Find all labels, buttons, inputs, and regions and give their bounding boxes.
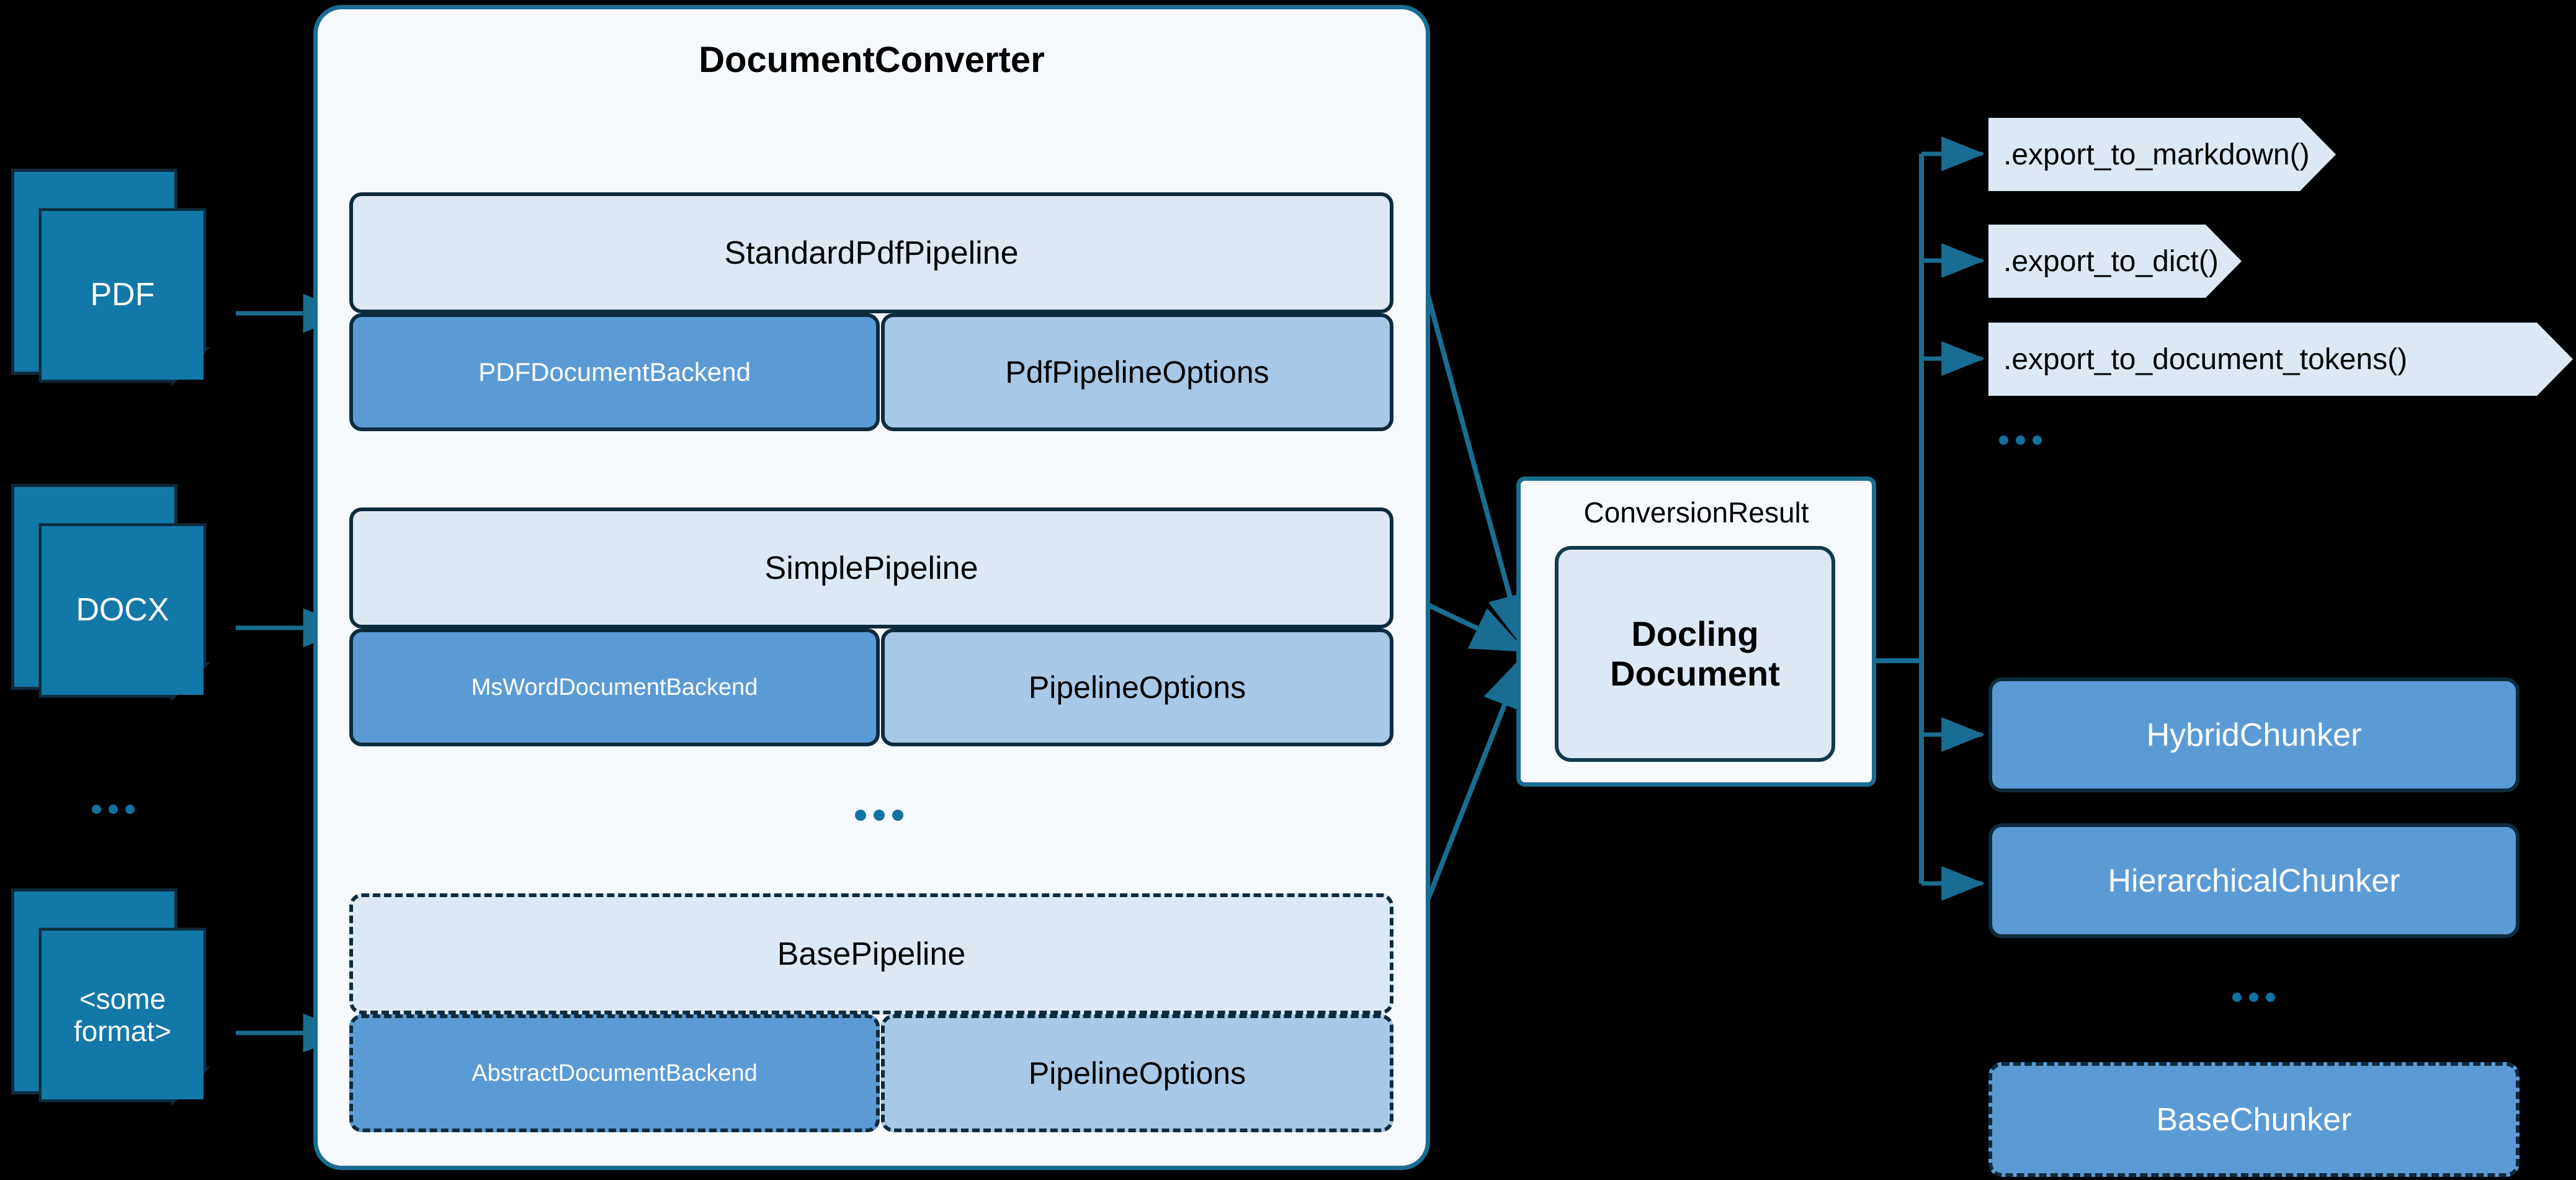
ellipsis-dot xyxy=(874,810,885,821)
pipeline-backend-label: MsWordDocumentBackend xyxy=(471,674,758,700)
pipeline-options-label: PipelineOptions xyxy=(1028,670,1246,705)
input-document-docx[interactable]: DOCX xyxy=(11,484,235,732)
chunker-hierarchicalchunker[interactable]: HierarchicalChunker xyxy=(1988,823,2520,938)
docling-document-node[interactable]: Docling Document xyxy=(1555,546,1835,762)
pipeline-head-label: SimplePipeline xyxy=(764,550,978,586)
ellipsis-dot xyxy=(2266,993,2275,1002)
pipeline-options-pipelineoptions-base[interactable]: PipelineOptions xyxy=(881,1014,1393,1132)
pipeline-options-pdfpipelineoptions[interactable]: PdfPipelineOptions xyxy=(881,313,1393,431)
chunkers-ellipsis xyxy=(2232,993,2275,1002)
pipeline-head-label: BasePipeline xyxy=(777,936,966,972)
ellipsis-dot xyxy=(855,810,866,821)
chunker-label: HierarchicalChunker xyxy=(2108,862,2400,899)
pipeline-head-label: StandardPdfPipeline xyxy=(724,235,1019,271)
exports-ellipsis xyxy=(1999,436,2042,445)
pipeline-options-label: PdfPipelineOptions xyxy=(1005,355,1269,390)
input-label-pdf: PDF xyxy=(90,277,155,313)
ellipsis-dot xyxy=(2016,436,2025,445)
chunker-basechunker[interactable]: BaseChunker xyxy=(1988,1062,2520,1177)
ellipsis-dot xyxy=(109,805,118,814)
ellipsis-dot xyxy=(92,805,101,814)
pipeline-head-simplepipeline[interactable]: SimplePipeline xyxy=(349,507,1393,628)
export-chevron-label: .export_to_dict() xyxy=(2003,244,2219,278)
export-chevron-document-tokens[interactable]: .export_to_document_tokens() xyxy=(1988,323,2573,396)
conversion-result-label: ConversionResult xyxy=(1583,496,1809,529)
ellipsis-dot xyxy=(892,810,903,821)
input-ellipsis xyxy=(92,805,135,814)
chunker-hybridchunker[interactable]: HybridChunker xyxy=(1988,677,2520,792)
ellipsis-dot xyxy=(1999,436,2008,445)
pipeline-backend-msworddocumentbackend[interactable]: MsWordDocumentBackend xyxy=(349,628,880,746)
export-chevron-markdown[interactable]: .export_to_markdown() xyxy=(1988,118,2336,191)
export-chevron-dict[interactable]: .export_to_dict() xyxy=(1988,225,2242,298)
page-title: DocumentConverter xyxy=(699,40,1045,80)
chunker-label: HybridChunker xyxy=(2146,717,2362,753)
export-chevron-label: .export_to_document_tokens() xyxy=(2003,342,2408,376)
input-document-pdf[interactable]: PDF xyxy=(11,169,235,417)
pipeline-backend-label: AbstractDocumentBackend xyxy=(472,1060,758,1086)
docling-document-line1: Docling xyxy=(1631,614,1759,654)
ellipsis-dot xyxy=(2249,993,2258,1002)
pipeline-head-basepipeline[interactable]: BasePipeline xyxy=(349,893,1393,1014)
chunker-label: BaseChunker xyxy=(2156,1101,2352,1138)
input-document-some-format[interactable]: <some format> xyxy=(11,888,235,1137)
pipeline-head-standardpdfpipeline[interactable]: StandardPdfPipeline xyxy=(349,192,1393,313)
ellipsis-dot xyxy=(125,805,135,814)
pipeline-backend-abstractdocumentbackend[interactable]: AbstractDocumentBackend xyxy=(349,1014,880,1132)
converter-ellipsis xyxy=(855,810,903,821)
ellipsis-dot xyxy=(2033,436,2042,445)
input-label-some-format: <some format> xyxy=(73,982,172,1047)
pipeline-options-label: PipelineOptions xyxy=(1028,1056,1246,1091)
pipeline-backend-label: PDFDocumentBackend xyxy=(478,357,751,387)
docling-document-line2: Document xyxy=(1610,654,1780,693)
ellipsis-dot xyxy=(2232,993,2242,1002)
pipeline-backend-pdfdocumentbackend[interactable]: PDFDocumentBackend xyxy=(349,313,880,431)
export-chevron-label: .export_to_markdown() xyxy=(2003,138,2310,171)
input-label-docx: DOCX xyxy=(76,592,169,628)
pipeline-options-pipelineoptions[interactable]: PipelineOptions xyxy=(881,628,1393,746)
